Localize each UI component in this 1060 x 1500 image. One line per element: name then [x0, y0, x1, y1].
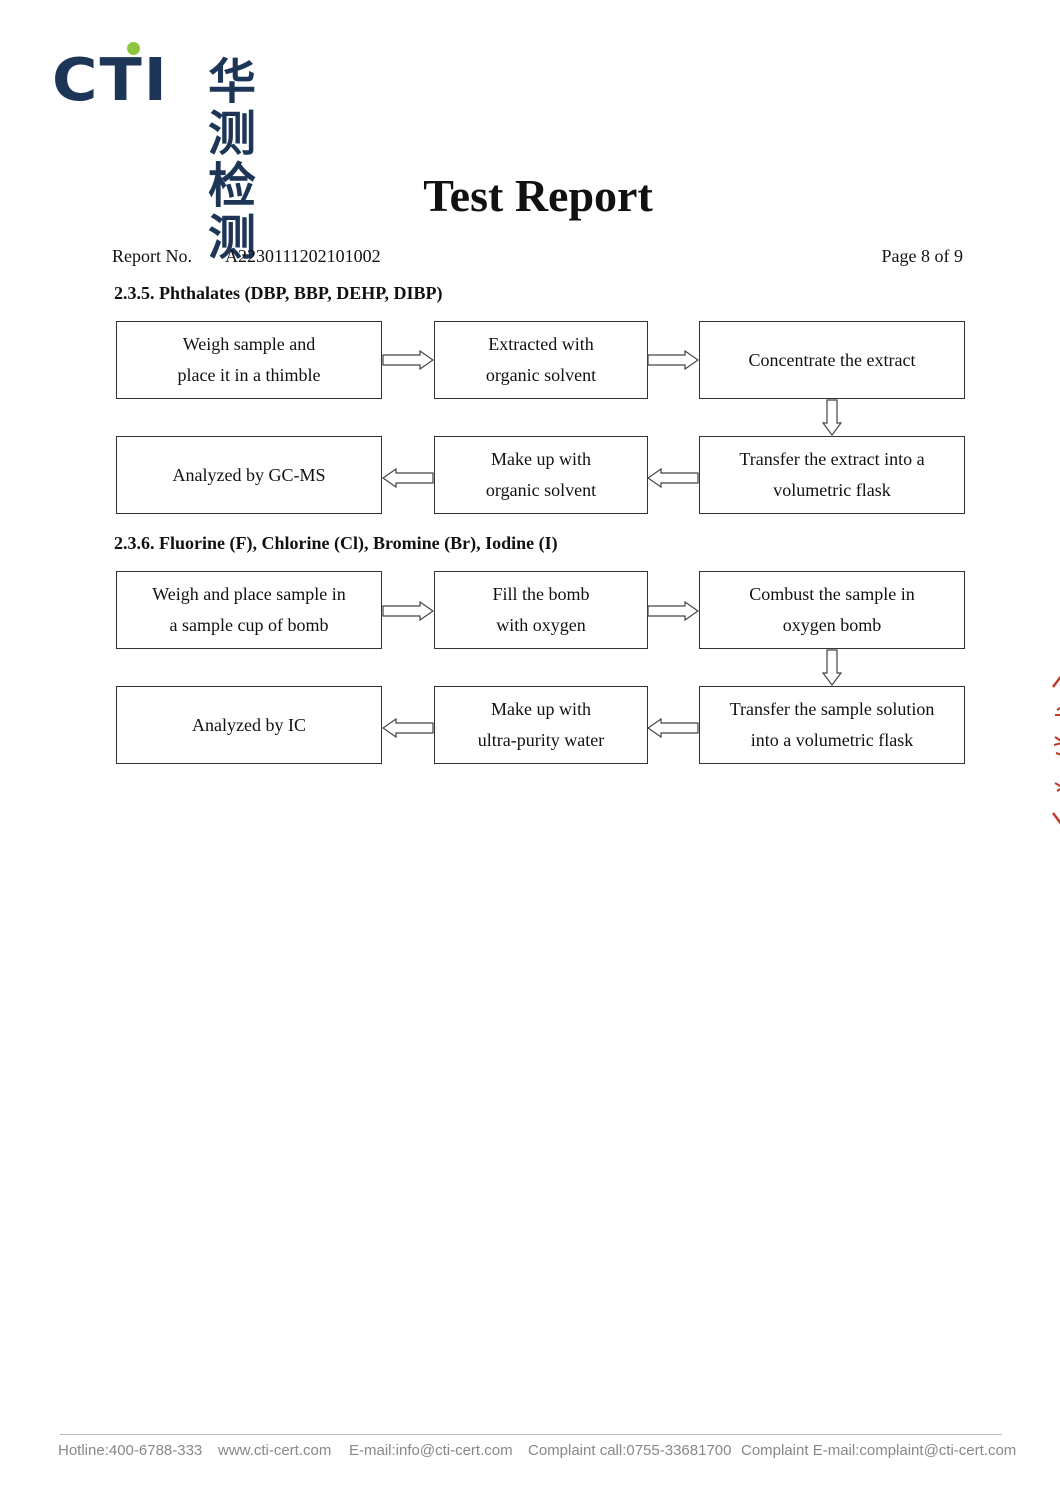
- footer-hotline: Hotline:400-6788-333: [58, 1442, 203, 1459]
- right-arrow-icon: [382, 601, 434, 621]
- left-arrow-icon: [647, 468, 699, 488]
- report-no-value: A2230111202101002: [225, 246, 381, 266]
- flow-step-weigh-sample: Weigh sample and place it in a thimble: [116, 321, 382, 399]
- footer-complaint-email: Complaint E-mail:complaint@cti-cert.com: [741, 1442, 1017, 1459]
- down-arrow-icon: [822, 649, 842, 686]
- logo-chinese-text: 华测检测: [208, 54, 261, 266]
- flow-step-transfer-solution: Transfer the sample solution into a volu…: [699, 686, 965, 764]
- flow-step-combust: Combust the sample in oxygen bomb: [699, 571, 965, 649]
- stamp-seal-icon: [1052, 675, 1060, 825]
- footer-complaint-call: Complaint call:0755-33681700: [528, 1442, 732, 1459]
- right-arrow-icon: [647, 350, 699, 370]
- report-no-label: Report No.: [112, 246, 192, 266]
- report-title: Test Report: [423, 170, 653, 221]
- flow-step-make-up-solvent: Make up with organic solvent: [434, 436, 648, 514]
- logo-brand-text: CTI: [52, 44, 169, 115]
- logo-green-dot: [127, 42, 140, 55]
- left-arrow-icon: [647, 718, 699, 738]
- section-heading-phthalates: 2.3.5. Phthalates (DBP, BBP, DEHP, DIBP): [114, 283, 443, 303]
- flow-step-ic: Analyzed by IC: [116, 686, 382, 764]
- footer-email: E-mail:info@cti-cert.com: [349, 1442, 513, 1459]
- footer-website: www.cti-cert.com: [218, 1442, 332, 1459]
- section-heading-halogens: 2.3.6. Fluorine (F), Chlorine (Cl), Brom…: [114, 533, 558, 553]
- flow-step-extract-solvent: Extracted with organic solvent: [434, 321, 648, 399]
- left-arrow-icon: [382, 468, 434, 488]
- footer-divider: [60, 1434, 1002, 1435]
- left-arrow-icon: [382, 718, 434, 738]
- right-arrow-icon: [647, 601, 699, 621]
- flow-step-make-up-water: Make up with ultra-purity water: [434, 686, 648, 764]
- page-number: Page 8 of 9: [881, 246, 963, 266]
- flow-step-concentrate: Concentrate the extract: [699, 321, 965, 399]
- flow-step-gcms: Analyzed by GC-MS: [116, 436, 382, 514]
- right-arrow-icon: [382, 350, 434, 370]
- flow-step-weigh-bomb: Weigh and place sample in a sample cup o…: [116, 571, 382, 649]
- down-arrow-icon: [822, 399, 842, 436]
- flow-step-transfer-flask: Transfer the extract into a volumetric f…: [699, 436, 965, 514]
- flow-step-fill-oxygen: Fill the bomb with oxygen: [434, 571, 648, 649]
